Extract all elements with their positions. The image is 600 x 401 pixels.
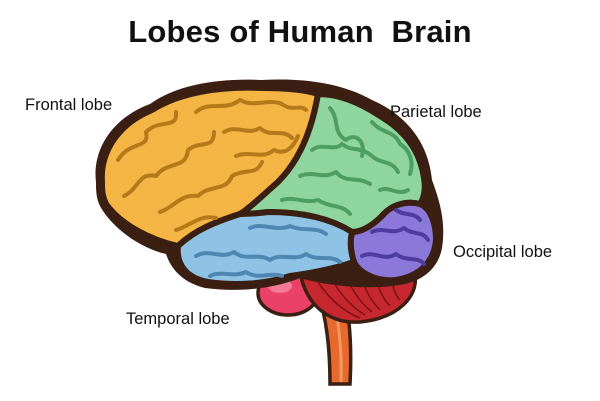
temporal-lobe-label: Temporal lobe bbox=[126, 310, 230, 328]
frontal-lobe-label: Frontal lobe bbox=[25, 96, 113, 114]
occipital-lobe-label: Occipital lobe bbox=[453, 243, 553, 261]
parietal-lobe-label: Parietal lobe bbox=[390, 103, 482, 121]
diagram-title: Lobes of Human Brain bbox=[128, 14, 472, 49]
